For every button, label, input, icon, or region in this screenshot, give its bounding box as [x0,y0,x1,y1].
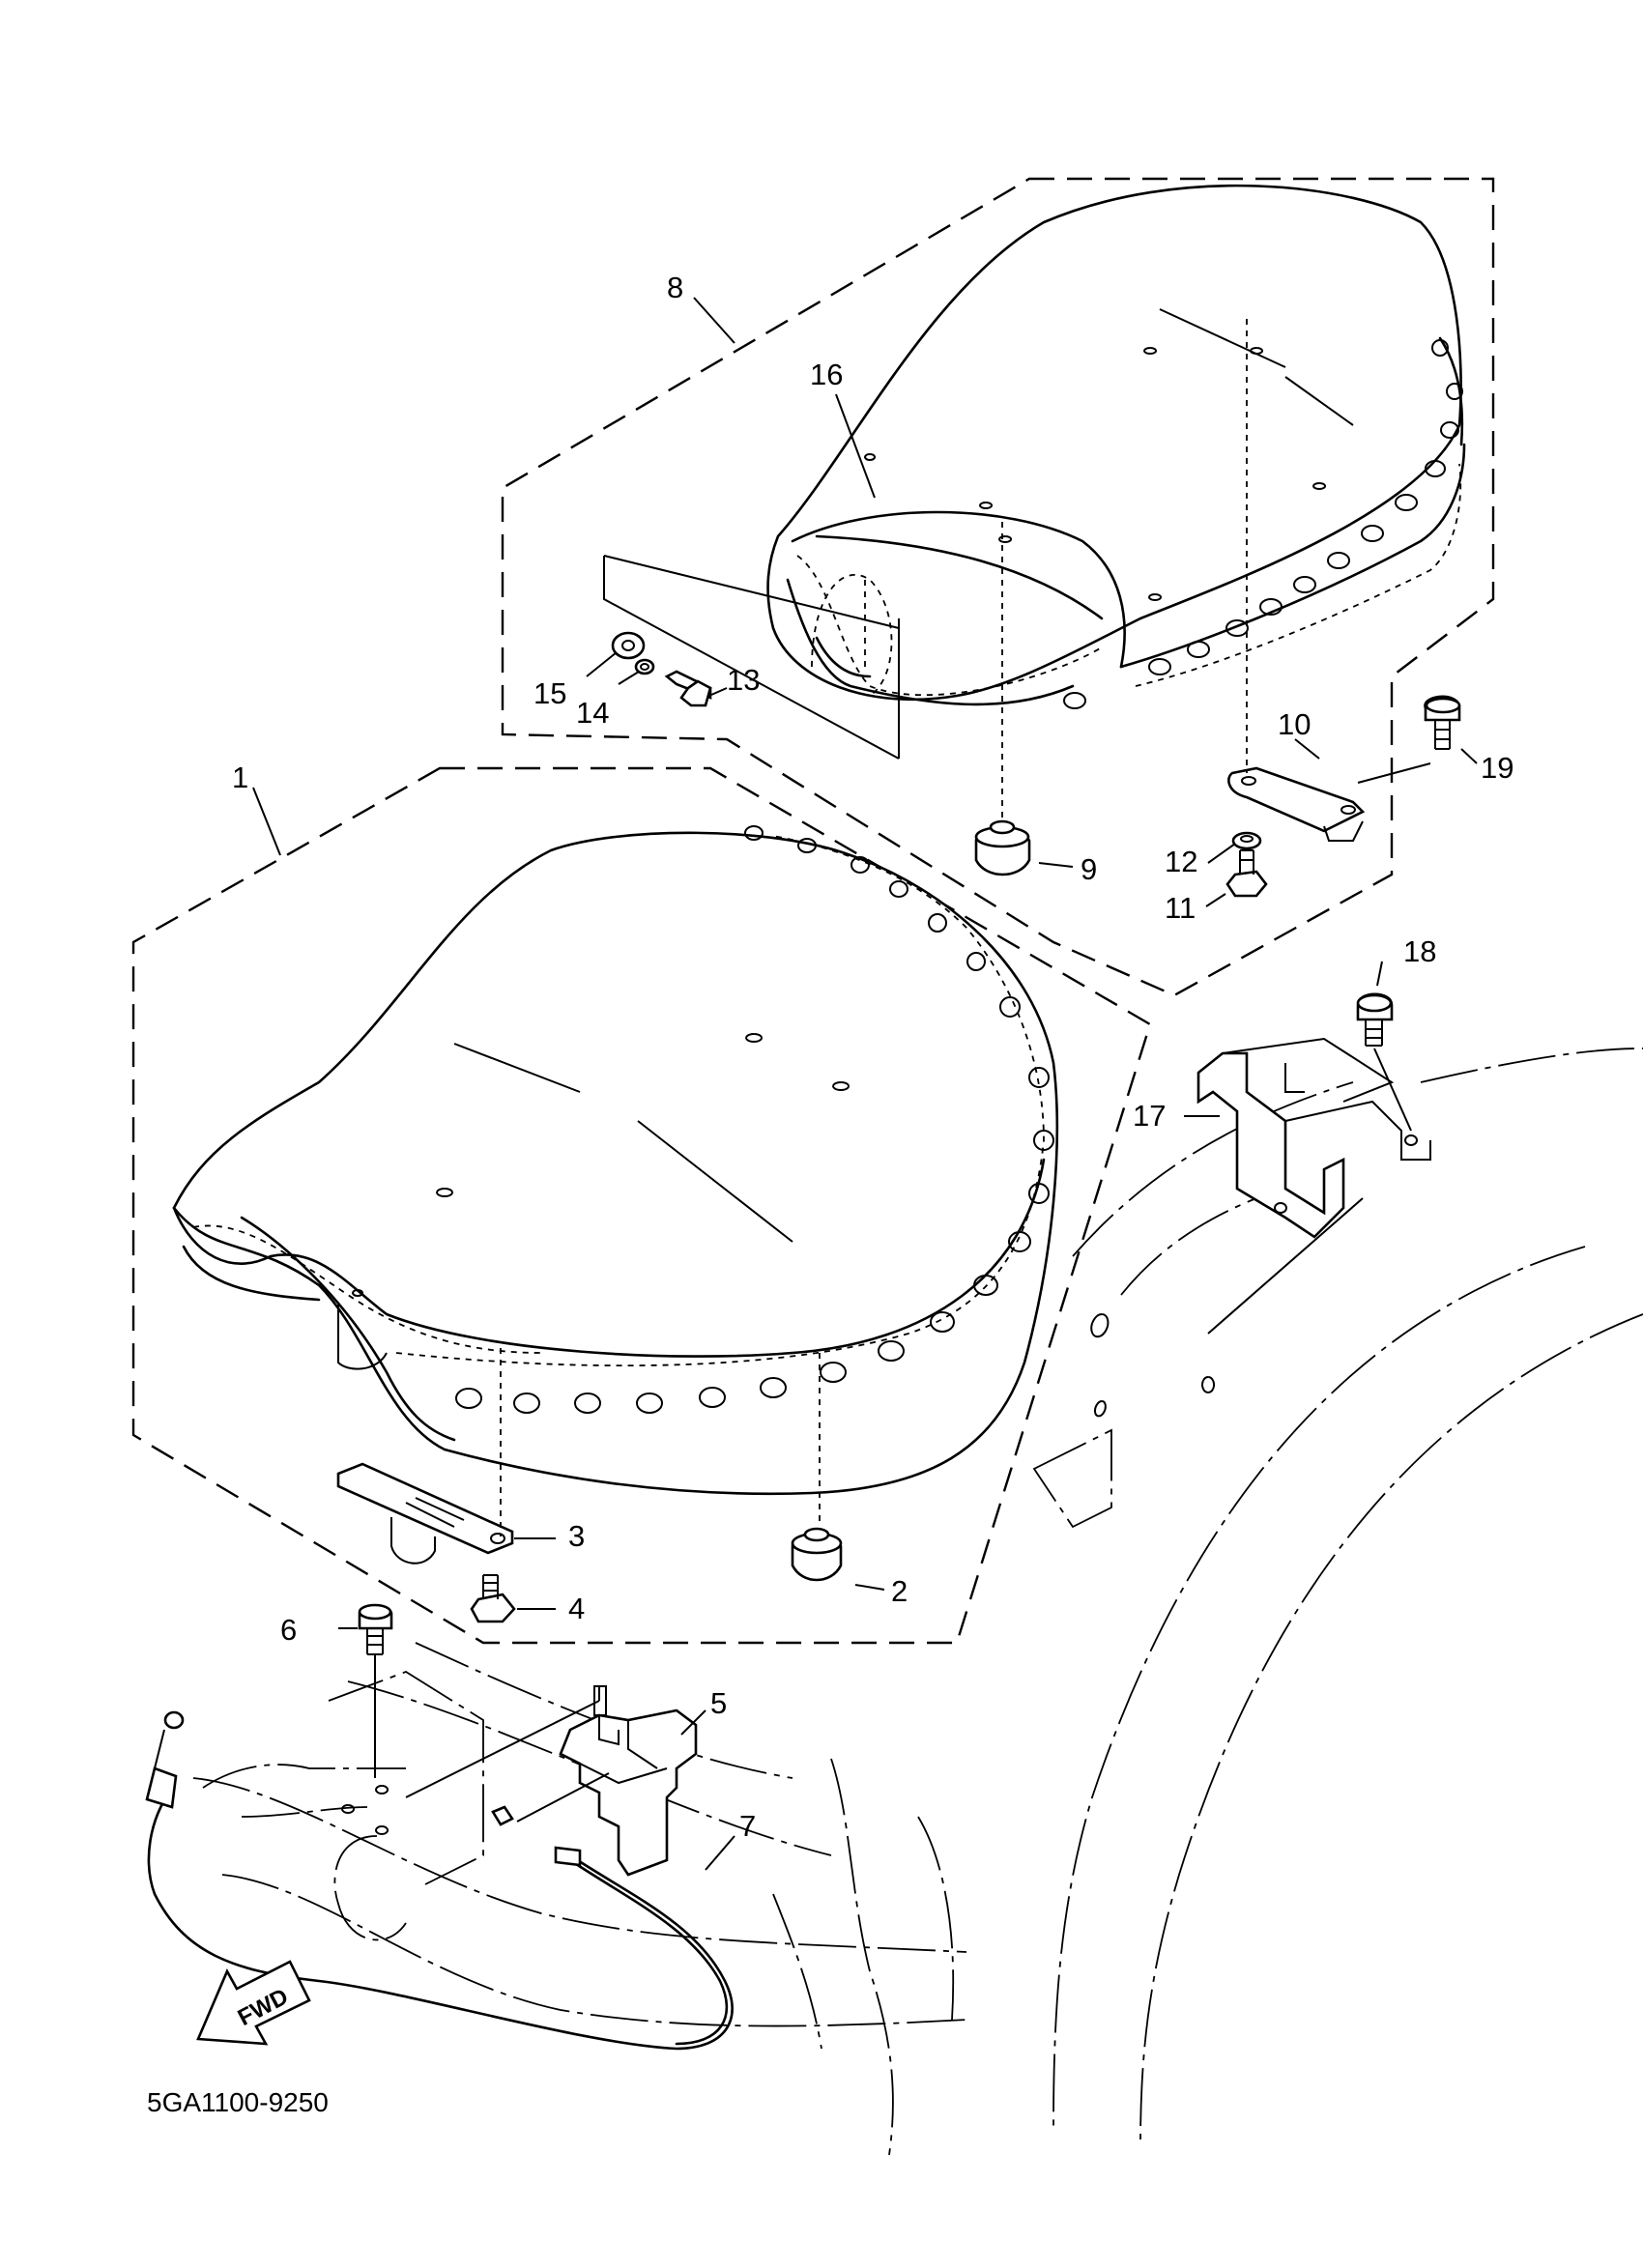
bolt-4 [470,1574,516,1623]
rear-seat-damper [974,819,1031,876]
callout-17: 17 [1133,1099,1166,1133]
rear-seat-assembly-boundary [501,177,1495,997]
callout-4: 4 [568,1592,585,1625]
callout-2: 2 [891,1574,908,1608]
callout-11: 11 [1165,891,1196,925]
seat-lock-cable [145,1710,734,2051]
washer-12 [1231,831,1262,850]
callout-14: 14 [576,696,609,730]
callout-6: 6 [280,1613,297,1647]
callout-9: 9 [1081,852,1097,886]
front-seat-studs [455,825,1054,1414]
callout-15: 15 [533,676,566,710]
callout-1: 1 [232,761,248,794]
rear-seat [766,184,1466,709]
bolt-18 [1356,992,1394,1047]
frame-tube [202,1671,484,1941]
leader-lines [252,297,1478,1871]
front-seat-assembly-boundary [131,766,1152,1645]
callout-7: 7 [739,1809,756,1843]
callout-18: 18 [1403,934,1436,968]
callout-19: 19 [1481,751,1513,785]
bolt-11 [1225,849,1268,898]
callout-labels: 1 2 3 4 5 6 7 8 9 10 11 12 13 14 15 16 1… [232,271,1513,1843]
callout-16: 16 [810,358,843,391]
callout-3: 3 [568,1519,585,1553]
drawing-code: 5GA1100-9250 [147,2087,329,2117]
seat-lock-bracket [1227,766,1366,842]
seat-bracket [336,1462,514,1565]
callout-13: 13 [727,663,760,697]
callout-10: 10 [1278,707,1311,741]
callout-12: 12 [1165,845,1197,878]
fwd-arrow-icon: FWD [196,1960,311,2046]
seat-catch-bracket [1196,1037,1431,1239]
callout-8: 8 [667,271,683,304]
bolt-19 [1424,695,1461,750]
bolt-6 [358,1603,393,1655]
callout-5: 5 [710,1686,727,1720]
bolt-13 [664,670,712,707]
washer-15 [611,631,646,660]
front-seat [172,825,1059,1496]
alignment-lines [374,319,1431,1823]
front-seat-damper [791,1527,843,1582]
collar-14 [634,658,655,675]
rear-seat-studs [1063,339,1463,709]
